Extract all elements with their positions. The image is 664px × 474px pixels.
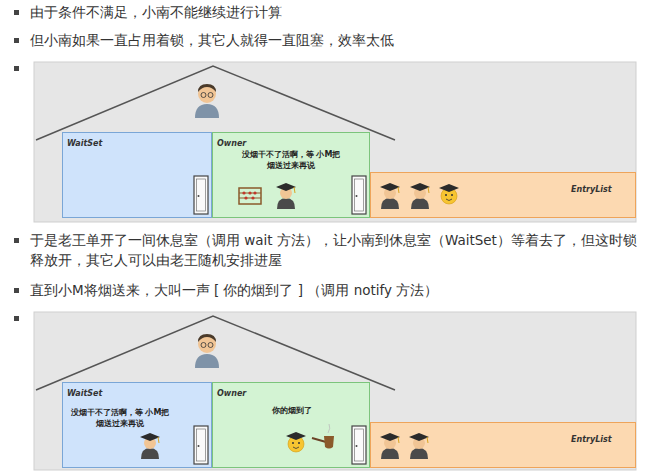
bullet-text: 由于条件不满足，小南不能继续进行计算	[30, 2, 650, 22]
door	[352, 176, 366, 214]
room-label: WaitSet	[67, 139, 102, 148]
student-figure	[410, 183, 430, 209]
student-figure	[380, 183, 400, 209]
student-figure	[286, 432, 306, 452]
bullet-text: 于是老王单开了一间休息室（调用 wait 方法），让小南到休息室（WaitSet…	[30, 230, 650, 270]
bullet-text: 但小南如果一直占用着锁，其它人就得一直阻塞，效率太低	[30, 30, 650, 50]
entrylist-queue: EntryList	[370, 422, 636, 468]
waitset-room: WaitSet 没烟干不了活啊，等 小M把烟送过来再说	[62, 382, 212, 468]
bullet-text: 直到小M将烟送来，大叫一声 [ 你的烟到了 ] （调用 notify 方法）	[30, 280, 650, 300]
door	[194, 176, 208, 214]
abacus	[239, 188, 261, 204]
speech-text: 没烟干不了活啊，等 小M把烟送过来再说	[241, 149, 341, 171]
student-figure	[380, 433, 400, 459]
room-label: Owner	[217, 139, 246, 148]
student-figure	[439, 184, 459, 204]
speech-text: 你的烟到了	[247, 405, 337, 416]
house-roof	[36, 316, 395, 390]
room-label: EntryList	[571, 185, 612, 194]
entrylist-queue: EntryList	[370, 172, 636, 218]
room-label: EntryList	[571, 435, 612, 444]
door	[352, 426, 366, 464]
pipe	[312, 424, 334, 449]
student-figure	[140, 433, 160, 459]
bullet-markers	[14, 10, 19, 321]
door	[194, 426, 208, 464]
speech-text: 没烟干不了活啊，等 小M把烟送过来再说	[67, 407, 173, 429]
scene-panel	[34, 62, 636, 222]
room-label: Owner	[217, 389, 246, 398]
owner-room: Owner没烟干不了活啊，等 小M把烟送过来再说	[212, 132, 370, 218]
waitset-room: WaitSet	[62, 132, 212, 218]
student-figure	[409, 433, 429, 459]
boss-figure	[195, 84, 219, 118]
house-roof	[36, 66, 395, 140]
owner-room: Owner你的烟到了	[212, 382, 370, 468]
scene-panel	[34, 312, 636, 470]
room-label: WaitSet	[67, 389, 102, 398]
boss-figure	[195, 334, 219, 368]
student-figure	[276, 183, 296, 209]
